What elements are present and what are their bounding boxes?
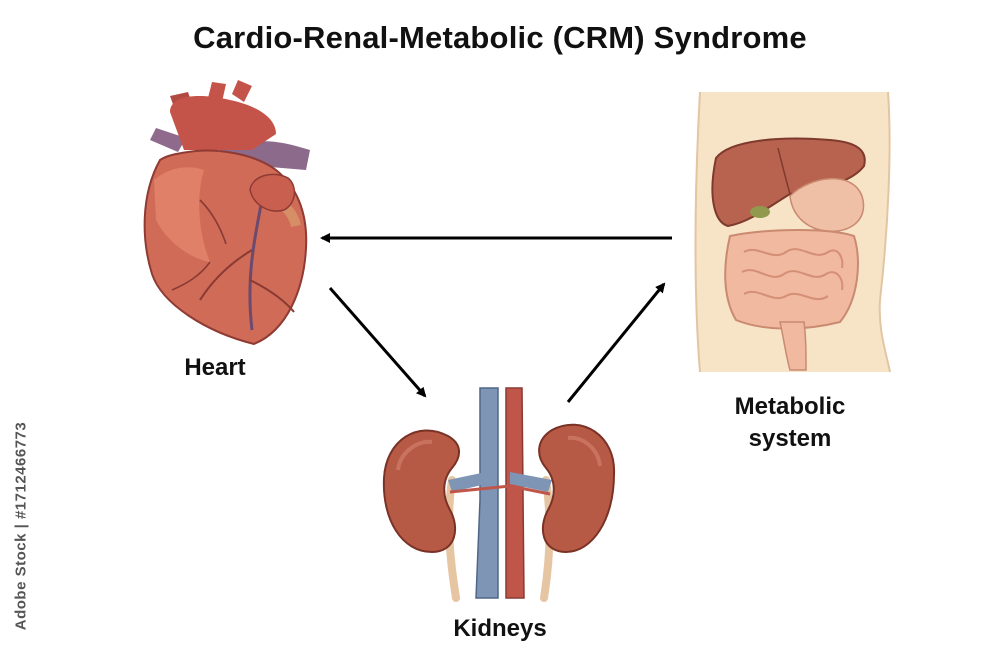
stock-watermark: Adobe Stock | #1712466773 xyxy=(6,422,36,630)
metabolic-label-line1: Metabolic xyxy=(734,393,846,420)
abdominal-organs-icon xyxy=(694,91,891,373)
arrow-kidneys-to-metabolic xyxy=(566,282,666,403)
metabolic-system-label: Metabolic system xyxy=(700,391,880,455)
kidneys-icon xyxy=(382,387,616,602)
heart-label: Heart xyxy=(184,354,246,381)
page-title: Cardio-Renal-Metabolic (CRM) Syndrome xyxy=(193,20,807,55)
metabolic-label-line2: system xyxy=(748,425,832,452)
watermark-text: Adobe Stock | #1712466773 xyxy=(12,421,30,631)
kidneys-label: Kidneys xyxy=(453,615,547,642)
heart-icon xyxy=(143,80,310,346)
arrow-heart-to-kidneys xyxy=(328,287,427,398)
